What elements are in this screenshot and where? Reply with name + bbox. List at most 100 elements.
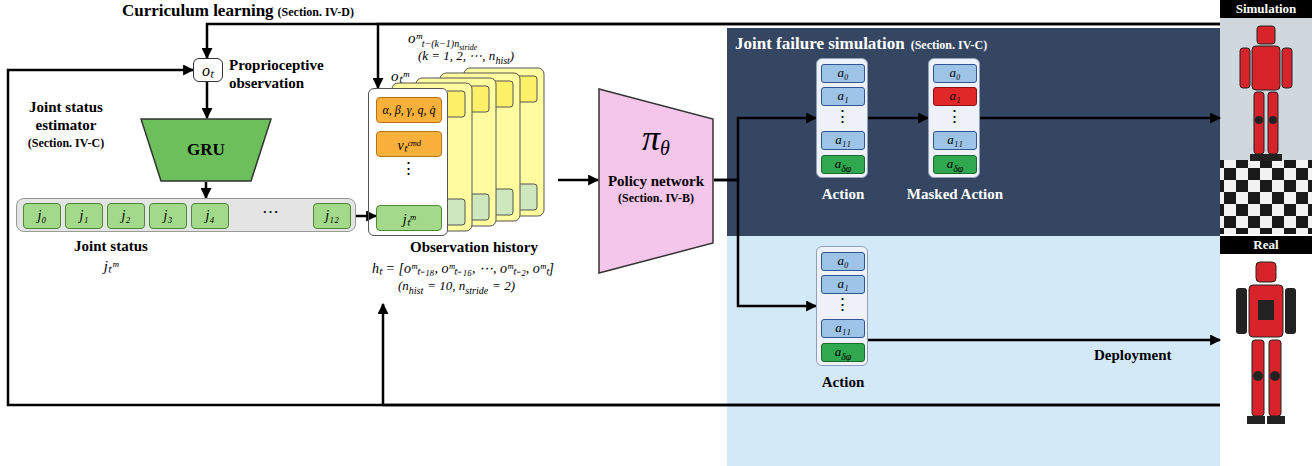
action-box-text: a₁ bbox=[837, 276, 848, 292]
action-box-text: a bbox=[835, 344, 842, 360]
joint-status-box-content: jₜᵐ bbox=[377, 206, 441, 230]
policy-network-content: πθ bbox=[598, 110, 714, 166]
simulation-image bbox=[1268, 92, 1278, 154]
action-box-text: a₁₁ bbox=[835, 132, 851, 148]
deployment-label: Deployment bbox=[1094, 346, 1172, 364]
real-robot-photo bbox=[1270, 371, 1280, 381]
failure-panel: Joint failure simulation (Section. IV-C) A… bbox=[727, 28, 1220, 236]
joint-status-box-text: jₜᵐ bbox=[403, 209, 416, 228]
joint-box: j₁₂ bbox=[313, 203, 351, 229]
action-box-text: a₀ bbox=[837, 65, 848, 81]
stack-formula: t−(k−1)n bbox=[422, 38, 459, 49]
action-box-text: a₁₁ bbox=[835, 320, 851, 336]
simulation-image bbox=[1254, 92, 1264, 154]
action-box-content: a₁₁ bbox=[934, 132, 976, 149]
action-box-text: a bbox=[835, 156, 842, 172]
failure-panel bbox=[727, 28, 1220, 236]
deployment-label: Deployment bbox=[1094, 346, 1172, 364]
stack-index: (k = 1, 2, ⋯, n bbox=[418, 48, 495, 64]
simulation-image bbox=[1257, 26, 1275, 44]
gru-block-text: GRU bbox=[187, 140, 225, 160]
observation-box-text: oₜ bbox=[202, 59, 214, 81]
state-box-content: α, β, γ, q, q̇ bbox=[377, 98, 441, 122]
observation-history-text: Observation history bbox=[410, 238, 538, 256]
action-box: a₁ bbox=[933, 87, 977, 106]
joint-box: j₂ bbox=[107, 203, 145, 229]
simulation-image bbox=[1269, 116, 1277, 124]
policy-network-text: Policy network bbox=[598, 172, 714, 190]
failure-panel-text: (Section. IV-C) bbox=[911, 38, 987, 52]
action-box-content: a₁₁ bbox=[822, 320, 864, 337]
ellipsis: ⋮ bbox=[402, 160, 414, 178]
simulation-image bbox=[1255, 116, 1263, 124]
joint-box-content: j₁₂ bbox=[314, 204, 350, 228]
simulation-image bbox=[1220, 0, 1312, 234]
history-params: (n bbox=[398, 278, 409, 294]
simulation-image bbox=[1240, 26, 1292, 154]
action-box: a₁₁ bbox=[821, 131, 865, 150]
stack-index: (k = 1, 2, ⋯, nhist) bbox=[418, 48, 514, 64]
ellipsis: ⋮ bbox=[836, 296, 848, 314]
stack-index: ) bbox=[510, 48, 514, 64]
gru-block-outline bbox=[141, 119, 271, 181]
observation-card-text: oₜᵐ bbox=[391, 65, 409, 85]
real-robot-photo bbox=[1220, 236, 1312, 466]
ellipsis: ⋮ bbox=[836, 108, 848, 126]
flow-arrow bbox=[714, 180, 816, 306]
flow-arrow bbox=[8, 70, 1220, 405]
stack-formula: oᵐ bbox=[408, 30, 422, 47]
history-formula: hₜ = [oᵐₜ₋₁₈, oᵐₜ₋₁₆, ⋯, oᵐₜ₋₂, oᵐₜ] bbox=[372, 258, 554, 277]
real-robot-photo bbox=[1256, 262, 1276, 282]
flow-arrow bbox=[206, 82, 209, 118]
action-box: aδφ bbox=[933, 155, 977, 174]
action-box: aδφ bbox=[821, 155, 865, 174]
action-box: a₁ bbox=[821, 275, 865, 294]
action-box-content: aδφ bbox=[934, 156, 976, 173]
action-box: a₀ bbox=[821, 64, 865, 83]
action-box-content: aδφ bbox=[822, 156, 864, 173]
state-box: α, β, γ, q, q̇ bbox=[376, 97, 442, 123]
ellipsis: ⋮ bbox=[400, 160, 417, 178]
command-box-content: vₜᶜᵐᵈ bbox=[377, 132, 441, 156]
joint-box-content: j₁ bbox=[66, 204, 102, 228]
real-robot-photo bbox=[1249, 285, 1283, 337]
stack-index: hist bbox=[495, 55, 509, 66]
history-params: hist bbox=[409, 285, 423, 296]
flow-arrow bbox=[383, 304, 1220, 405]
action-box-content: aδφ bbox=[822, 344, 864, 361]
flow-arrow bbox=[868, 339, 1220, 342]
failure-panel-heading: Joint failure simulation (Section. IV-C) bbox=[735, 34, 987, 54]
real-robot-photo bbox=[1253, 371, 1263, 381]
action-box-text: δφ bbox=[841, 351, 851, 362]
failure-panel-text: Joint failure simulation bbox=[735, 34, 905, 54]
simulation-image bbox=[1250, 116, 1282, 161]
stack-formula: oᵐt−(k−1)nstride bbox=[408, 30, 477, 47]
policy-network: πθPolicy network(Section. IV-B) bbox=[598, 88, 714, 274]
real-robot-photo bbox=[1236, 288, 1247, 334]
joint-box-text: j₀ bbox=[38, 208, 47, 224]
masked-action-column-text: Masked Action bbox=[899, 185, 1011, 203]
state-box-text: α, β, γ, q, q̇ bbox=[382, 103, 435, 118]
action-box: aδφ bbox=[821, 343, 865, 362]
flow-arrow bbox=[558, 179, 598, 182]
action-box-content: a₀ bbox=[822, 253, 864, 270]
observation-box: oₜProprioceptive observation bbox=[193, 58, 223, 82]
policy-network-text: θ bbox=[660, 137, 670, 160]
simulation-image bbox=[1220, 160, 1312, 234]
history-formula: hₜ = [oᵐₜ₋₁₈, oᵐₜ₋₁₆, ⋯, oᵐₜ₋₂, oᵐₜ] bbox=[372, 258, 554, 277]
joint-box: j₃ bbox=[149, 203, 187, 229]
joint-box-content: j₄ bbox=[192, 204, 228, 228]
joint-box-text: j₄ bbox=[206, 208, 215, 224]
joint-status-bar-text: jₜᵐ bbox=[41, 255, 181, 275]
action-column-text: Action bbox=[797, 185, 889, 203]
flow-arrow bbox=[205, 182, 208, 198]
action-box-content: a₀ bbox=[934, 65, 976, 82]
action-box-text: a₀ bbox=[949, 65, 960, 81]
action-box: a₁ bbox=[821, 87, 865, 106]
real-robot-photo bbox=[1285, 288, 1296, 334]
gru-block: GRUJoint status estimator(Section. IV-C) bbox=[140, 118, 272, 182]
real-robot-photo bbox=[1236, 288, 1296, 424]
gru-block-content: GRU bbox=[140, 118, 272, 182]
joint-box-content: j₂ bbox=[108, 204, 144, 228]
